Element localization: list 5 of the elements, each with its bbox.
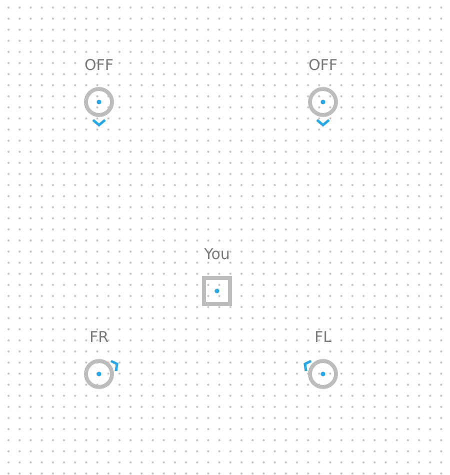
speaker-label: FL: [314, 328, 332, 346]
listener-label: You: [203, 245, 231, 263]
speaker-label: FR: [88, 328, 110, 346]
speaker-label: OFF: [83, 56, 115, 74]
speaker-label: OFF: [307, 56, 339, 74]
